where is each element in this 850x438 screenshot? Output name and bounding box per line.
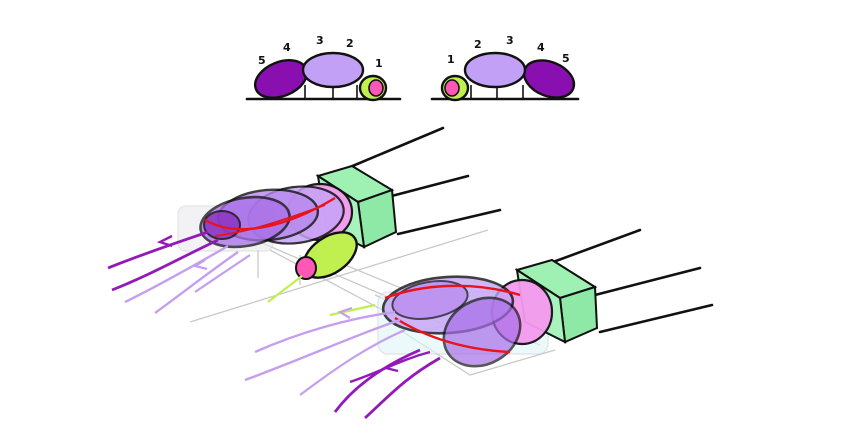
right-label-5: 5 [562,52,570,65]
fingertip-arc [384,284,521,300]
arrow-head [156,234,173,248]
motion-stroke [299,328,406,396]
thumb-direction [329,303,376,317]
left-thumb-nail [368,79,384,97]
ring-finger [442,296,522,368]
forearm-line [382,174,470,200]
motion-stroke [349,350,431,384]
fingertip-arc [214,204,326,237]
left-finger-order-diagram: 5 4 3 2 1 [245,34,402,102]
right-thumb-nail [444,79,460,97]
motion-stroke [111,238,219,292]
arrow-head [382,360,399,373]
motion-stroke [107,230,209,270]
motion-stroke [364,356,441,420]
motion-stroke [254,310,396,354]
left-hand-3d [107,126,502,314]
left-middle-pad [301,51,365,89]
right-pinky-pad [522,59,576,99]
wrist-box-face [558,285,599,344]
thumb-direction [267,275,303,303]
arrow-head [337,306,353,319]
motion-stroke [124,244,229,304]
motion-stroke [244,318,401,382]
right-label-3: 3 [506,34,514,47]
forearm-line [543,228,642,267]
motion-stroke [333,348,421,413]
right-middle-pad [463,51,527,89]
right-hand-3d [244,228,714,420]
motion-stroke [154,251,239,314]
left-label-1: 1 [375,57,383,70]
forearm-line [598,303,714,334]
pinky-tip [203,210,241,240]
right-finger-order-diagram: 1 2 3 4 5 [430,34,580,102]
right-label-1: 1 [447,53,455,66]
left-label-2: 2 [346,37,354,50]
right-label-4: 4 [537,41,545,54]
left-label-4: 4 [283,41,291,54]
fingertip-arc [394,316,511,354]
left-label-5: 5 [258,54,266,67]
forearm-line [593,266,702,297]
forearm-line [396,208,502,236]
right-label-2: 2 [474,38,482,51]
arrow-head [192,259,208,271]
forearm-line [341,126,445,172]
left-label-3: 3 [316,34,324,47]
motion-stroke [194,254,251,293]
thumb-tip [295,256,317,280]
